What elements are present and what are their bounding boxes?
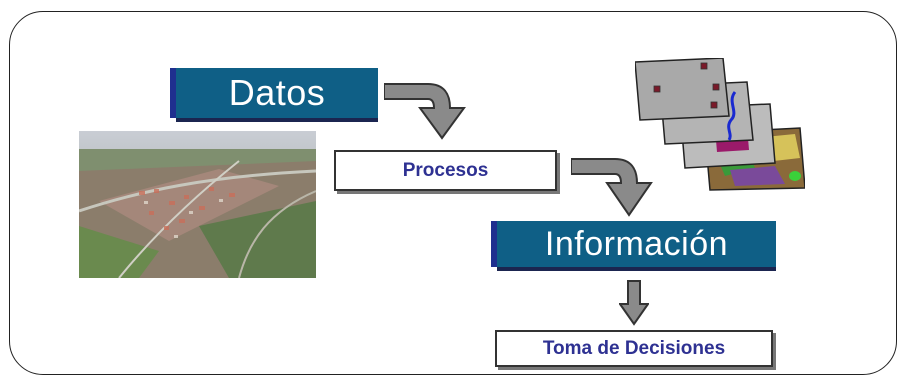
informacion-label: Información [544,224,729,263]
toma-de-decisiones-label: Toma de Decisiones [542,337,726,359]
gis-map-layers-icon [635,58,805,191]
aerial-town-photo-icon [79,131,316,278]
datos-label: Datos [228,72,326,113]
procesos-box: Procesos [334,150,557,191]
toma-de-decisiones-box: Toma de Decisiones [495,330,773,367]
datos-box: Datos [176,68,378,118]
procesos-label: Procesos [402,159,489,181]
curved-arrow-icon [571,158,653,217]
curved-arrow-icon [384,83,466,140]
down-arrow-icon [619,280,649,326]
informacion-box: Información [497,221,776,267]
